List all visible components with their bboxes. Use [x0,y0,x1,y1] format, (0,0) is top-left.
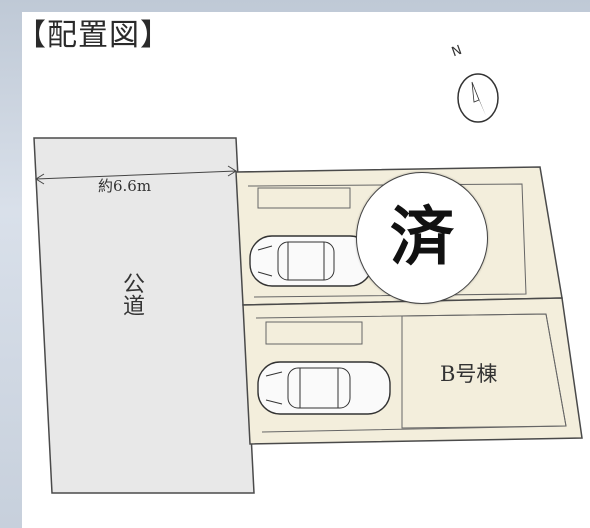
page-title: 【配置図】 [16,18,171,53]
road-label: 公道 [119,272,144,316]
road-width-dimension-line [35,170,237,180]
building-b [401,313,567,429]
lot-a-storage [257,187,351,209]
car-lot-b [257,361,391,415]
road-width-label: 約6.6m [98,177,152,195]
compass-icon [457,73,499,123]
sold-badge: 済 [356,172,488,304]
building-b-label: B号棟 [440,362,498,386]
public-road [33,137,255,494]
lot-b-storage [265,321,363,345]
car-lot-a [249,235,373,287]
sold-badge-text: 済 [390,200,454,275]
